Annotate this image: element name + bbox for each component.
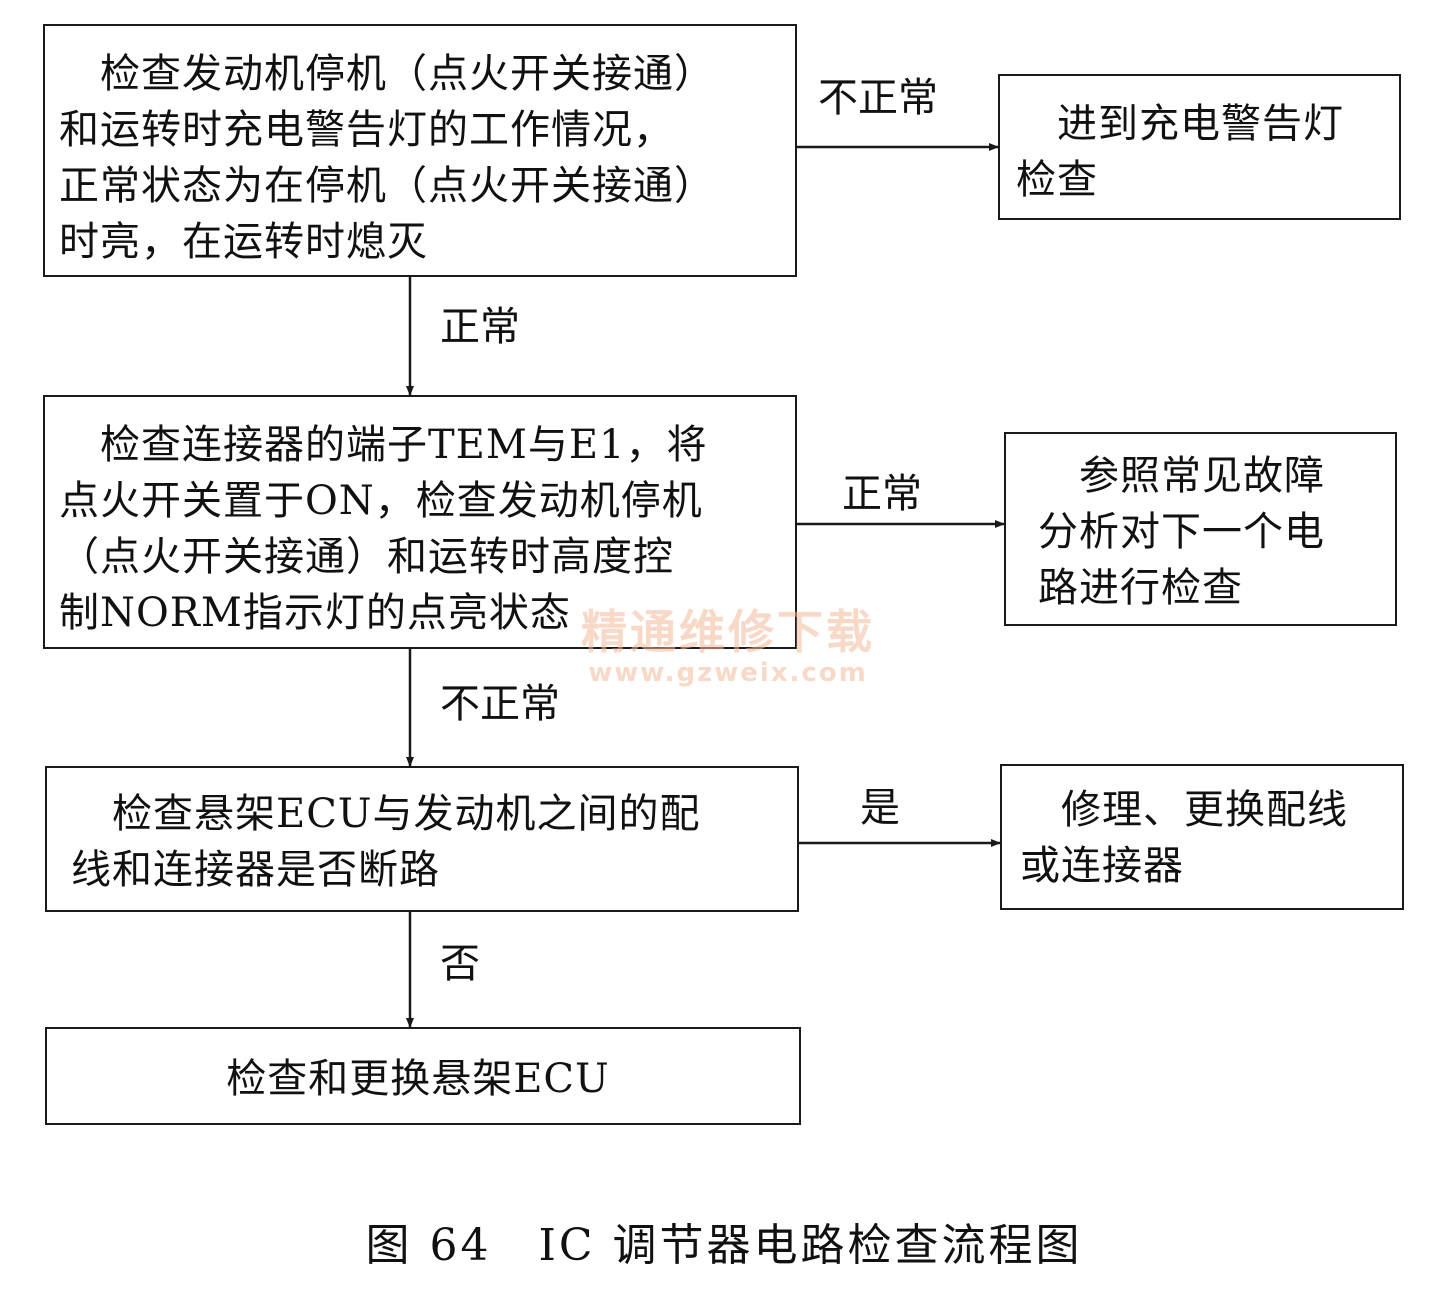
edge-label-step2-normal: 正常 — [842, 471, 922, 517]
step1-text: 检查发动机停机（点火开关接通） 和运转时充电警告灯的工作情况， 正常状态为在停机… — [59, 51, 715, 265]
figure-caption: 图 64 IC 调节器电路检查流程图 — [365, 1220, 1083, 1271]
step3-yes-text: 修理、更换配线 或连接器 — [1020, 787, 1348, 889]
edge-label-step1-normal: 正常 — [440, 304, 520, 350]
step1-abnormal-text: 进到充电警告灯 检查 — [1016, 101, 1344, 203]
edge-label-step3-no: 否 — [440, 941, 480, 987]
edge-label-step3-yes: 是 — [860, 785, 900, 831]
step2-box: 检查连接器的端子TEM与E1，将 点火开关置于ON，检查发动机停机 （点火开关接… — [43, 395, 797, 649]
step1-box: 检查发动机停机（点火开关接通） 和运转时充电警告灯的工作情况， 正常状态为在停机… — [43, 24, 797, 277]
step2-normal-text: 参照常见故障 分析对下一个电 路进行检查 — [1038, 453, 1325, 611]
step2-normal-box: 参照常见故障 分析对下一个电 路进行检查 — [1004, 432, 1397, 626]
step3-box: 检查悬架ECU与发动机之间的配 线和连接器是否断路 — [45, 766, 799, 912]
step1-abnormal-box: 进到充电警告灯 检查 — [998, 74, 1401, 220]
edge-label-step2-abnormal: 不正常 — [440, 681, 560, 727]
step3-yes-box: 修理、更换配线 或连接器 — [1000, 764, 1404, 910]
step4-text: 检查和更换悬架ECU — [226, 1056, 610, 1102]
edge-label-step1-abnormal: 不正常 — [818, 75, 938, 121]
step2-text: 检查连接器的端子TEM与E1，将 点火开关置于ON，检查发动机停机 （点火开关接… — [59, 422, 708, 636]
step4-box: 检查和更换悬架ECU — [45, 1027, 801, 1125]
step3-text: 检查悬架ECU与发动机之间的配 线和连接器是否断路 — [71, 791, 701, 893]
